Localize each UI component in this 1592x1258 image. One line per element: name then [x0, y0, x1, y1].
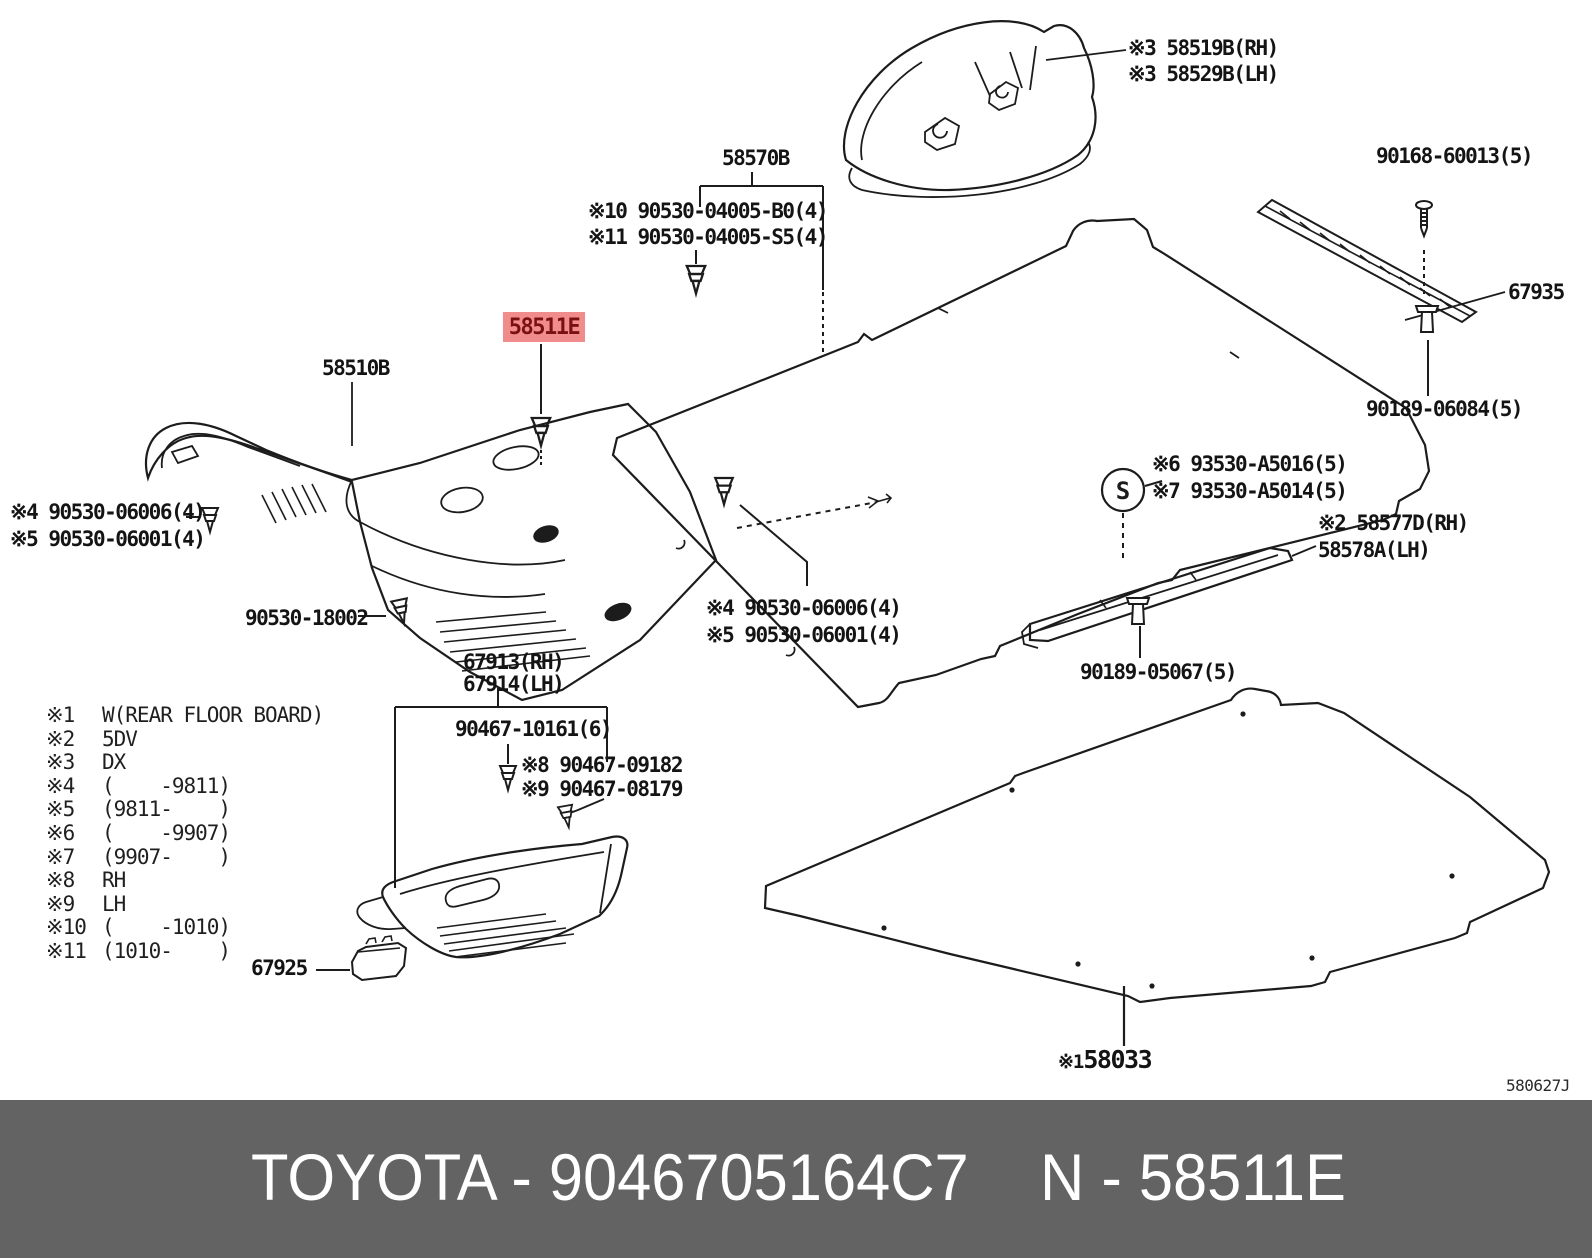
legend-description: DX: [102, 750, 126, 775]
legend-description: ( -9811): [102, 773, 231, 798]
legend-description: ( -1010): [102, 915, 231, 940]
bracket-67913: [394, 688, 608, 888]
bracket-58570b: [695, 172, 824, 356]
part-label-90530-04005-s5: ※11 90530-04005-S5(4): [588, 225, 828, 249]
legend-row: ※6 ( -9907): [46, 822, 323, 846]
legend-description: 5DV: [102, 726, 138, 751]
legend-ref-mark: ※10: [46, 915, 87, 940]
part-label-93530-a5014: ※7 93530-A5014(5): [1152, 479, 1348, 503]
legend-ref-mark: ※8: [46, 868, 75, 893]
legend-row: ※9 LH: [46, 893, 323, 917]
legend-description: ( -9907): [102, 820, 231, 845]
clip-icon: [557, 803, 577, 830]
legend-description: RH: [102, 868, 126, 893]
legend-description: W(REAR FLOOR BOARD): [102, 703, 324, 727]
clip-icon: [499, 765, 517, 791]
highlighted-part-box: 58511E: [503, 312, 585, 342]
part-label-90168-60013: 90168-60013(5): [1376, 144, 1534, 168]
legend-description: (9907- ): [102, 844, 231, 869]
s-marker: S: [1100, 467, 1163, 562]
footer-bar: TOYOTA - 9046705164C7 N - 58511E: [0, 1100, 1592, 1258]
footer-figure-reference: N - 58511E: [1040, 1140, 1346, 1214]
part-label-90530-06001-left: ※5 90530-06001(4): [10, 527, 206, 551]
part-floor-board-58033: [763, 687, 1551, 1046]
part-label-58578a: 58578A(LH): [1318, 538, 1431, 562]
part-label-58577d: ※2 58577D(RH): [1318, 511, 1469, 535]
part-rail-58577d: [1021, 545, 1317, 649]
legend-row: ※7 (9907- ): [46, 846, 323, 870]
legend-row: ※8 RH: [46, 869, 323, 893]
part-label-67925: 67925: [251, 956, 308, 980]
legend-ref-mark: ※3: [46, 750, 75, 775]
part-label-58510b: 58510B: [322, 356, 390, 380]
legend-row: ※2 5DV: [46, 728, 323, 752]
drawing-code: 580627J: [1506, 1076, 1570, 1095]
screw-icon: [1415, 200, 1433, 237]
clip-icon: [685, 264, 707, 295]
legend-ref-mark: ※4: [46, 773, 75, 798]
legend-ref-mark: ※6: [46, 820, 75, 845]
grommet-icon: [1415, 305, 1439, 333]
part-label-90530-06001-mid: ※5 90530-06001(4): [706, 623, 902, 647]
part-label-67935: 67935: [1508, 280, 1565, 304]
part-package-tray-panel: [611, 217, 1431, 709]
part-floor-mat-58510b: [144, 382, 718, 702]
s-marker-letter: S: [1116, 477, 1130, 505]
part-label-90467-10161: 90467-10161(6): [455, 717, 613, 741]
part-sill-strip-67935: [1256, 198, 1506, 396]
legend-ref-mark: ※11: [46, 938, 87, 963]
part-67925: [316, 935, 408, 982]
clip-icon: [201, 507, 219, 533]
legend: ※1 W(REAR FLOOR BOARD) ※2 5DV ※3 DX ※4 ( -9811)…: [46, 703, 324, 964]
legend-ref-mark: ※9: [46, 891, 75, 916]
leader-center-clip: [736, 496, 880, 586]
ref-mark: ※1: [1058, 1050, 1084, 1073]
part-dome-cover: [842, 20, 1127, 198]
part-label-90530-04005-b0: ※10 90530-04005-B0(4): [588, 199, 828, 223]
legend-row: ※4 ( -9811): [46, 775, 323, 799]
legend-ref-mark: ※1: [46, 703, 75, 727]
legend-description: (9811- ): [102, 797, 231, 822]
legend-description: LH: [102, 891, 126, 916]
part-scuff-plate: [356, 835, 629, 959]
part-label-67913: 67913(RH): [463, 650, 565, 674]
part-label-90530-06006-mid: ※4 90530-06006(4): [706, 596, 902, 620]
part-label-58570b: 58570B: [722, 146, 790, 170]
legend-ref-mark: ※7: [46, 844, 75, 869]
part-label-90189-05067: 90189-05067(5): [1080, 660, 1238, 684]
clip-icon: [714, 476, 734, 506]
legend-row: ※3 DX: [46, 751, 323, 775]
part-label-90467-09182: ※8 90467-09182: [521, 753, 683, 777]
grommet-icon: [1126, 597, 1150, 625]
part-label-90189-06084: 90189-06084(5): [1366, 397, 1524, 421]
part-label-93530-a5016: ※6 93530-A5016(5): [1152, 452, 1348, 476]
part-label-58511e-highlighted: 58511E: [508, 314, 581, 340]
part-label-67914: 67914(LH): [463, 672, 565, 696]
legend-row: ※11 (1010- ): [46, 940, 323, 964]
part-label-90467-08179: ※9 90467-08179: [521, 777, 683, 801]
part-label-90530-18002: 90530-18002: [245, 606, 369, 630]
legend-description: (1010- ): [102, 938, 231, 963]
legend-row: ※1 W(REAR FLOOR BOARD): [46, 703, 324, 728]
diagram-linework: S: [144, 20, 1551, 1046]
part-label-58529b: ※3 58529B(LH): [1128, 62, 1279, 86]
legend-row: ※10 ( -1010): [46, 916, 323, 940]
part-label-58519b: ※3 58519B(RH): [1128, 36, 1279, 60]
legend-ref-mark: ※5: [46, 797, 75, 822]
part-label-90530-06006-left: ※4 90530-06006(4): [10, 500, 206, 524]
legend-ref-mark: ※2: [46, 726, 75, 751]
legend-row: ※5 (9811- ): [46, 798, 323, 822]
footer-brand-part-number: TOYOTA - 9046705164C7: [251, 1140, 969, 1214]
